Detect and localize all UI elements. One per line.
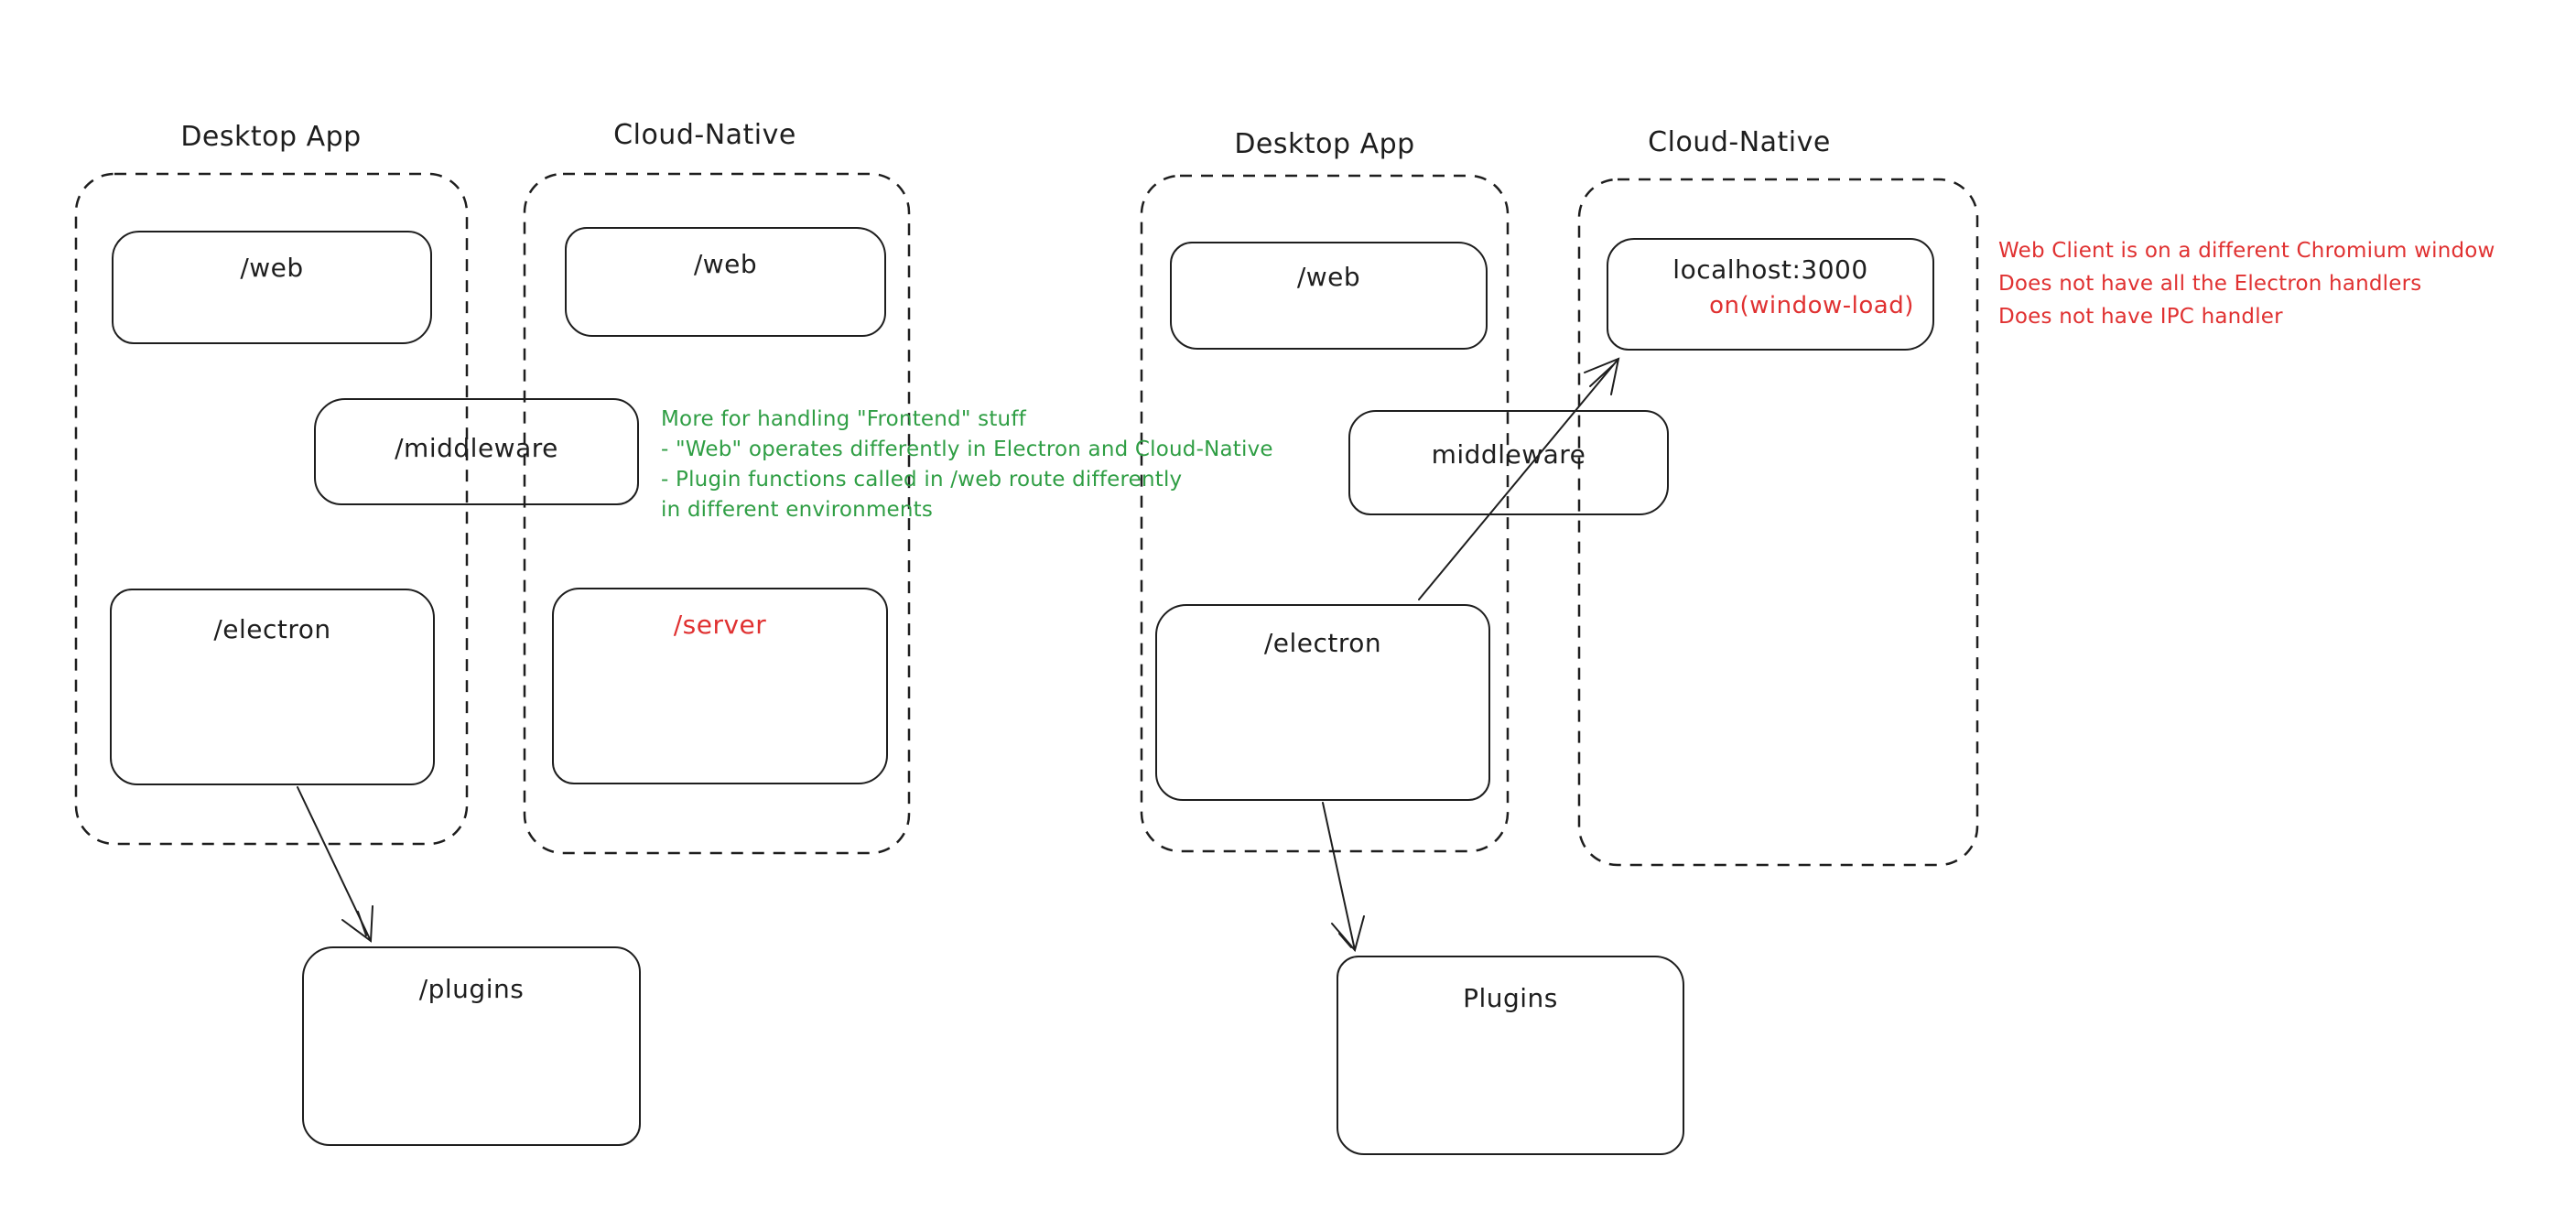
localhost-box-label: localhost:3000 <box>1672 254 1868 285</box>
electron-box-right[interactable]: /electron <box>1155 604 1490 801</box>
middleware-box-right-label: middleware <box>1431 439 1586 470</box>
web-box-desktop-left-label: /web <box>240 253 304 283</box>
web-box-right-label: /web <box>1296 262 1361 292</box>
plugins-box-left-label: /plugins <box>418 974 525 1004</box>
electron-to-localhost-arrow[interactable] <box>1418 357 1620 600</box>
web-box-cloud-left-label: /web <box>693 249 758 279</box>
cloud-native-container-left[interactable] <box>523 172 911 855</box>
middleware-box-left[interactable]: /middleware <box>314 398 639 505</box>
server-box[interactable]: /server <box>552 588 888 784</box>
electron-to-plugins-arrow-left[interactable] <box>297 786 373 943</box>
middleware-box-right[interactable]: middleware <box>1348 410 1669 515</box>
frontend-note[interactable]: More for handling "Frontend" stuff - "We… <box>661 405 1273 525</box>
web-client-note[interactable]: Web Client is on a different Chromium wi… <box>1998 234 2495 333</box>
desktop-app-label-right[interactable]: Desktop App <box>1234 128 1415 160</box>
electron-box-left[interactable]: /electron <box>110 589 435 785</box>
plugins-box-right-label: Plugins <box>1463 983 1558 1013</box>
middleware-box-left-label: /middleware <box>395 433 558 463</box>
cloud-native-container-right[interactable] <box>1577 178 1979 867</box>
desktop-app-container-left[interactable] <box>74 172 469 846</box>
web-client-note-line-1: Web Client is on a different Chromium wi… <box>1998 239 2495 263</box>
web-box-desktop-left[interactable]: /web <box>112 231 432 344</box>
server-box-label: /server <box>673 610 767 640</box>
cloud-native-label-right[interactable]: Cloud-Native <box>1648 126 1831 158</box>
frontend-note-line-3: - Plugin functions called in /web route … <box>661 468 1183 492</box>
localhost-box[interactable]: localhost:3000 on(window-load) <box>1607 238 1934 351</box>
plugins-box-right[interactable]: Plugins <box>1337 956 1684 1155</box>
frontend-note-line-1: More for handling "Frontend" stuff <box>661 407 1026 431</box>
electron-to-plugins-arrow-right[interactable] <box>1322 802 1365 953</box>
plugins-box-left[interactable]: /plugins <box>302 946 641 1146</box>
web-client-note-line-2: Does not have all the Electron handlers <box>1998 272 2422 296</box>
web-box-right[interactable]: /web <box>1170 242 1488 350</box>
electron-box-right-label: /electron <box>1263 628 1382 658</box>
electron-box-left-label: /electron <box>213 614 331 644</box>
cloud-native-label-left[interactable]: Cloud-Native <box>613 119 796 151</box>
web-client-note-line-3: Does not have IPC handler <box>1998 305 2283 329</box>
frontend-note-line-2: - "Web" operates differently in Electron… <box>661 438 1273 461</box>
desktop-app-label-left[interactable]: Desktop App <box>180 121 362 153</box>
window-load-label: on(window-load) <box>1709 292 1914 319</box>
web-box-cloud-left[interactable]: /web <box>565 227 886 337</box>
frontend-note-line-4: in different environments <box>661 498 934 522</box>
